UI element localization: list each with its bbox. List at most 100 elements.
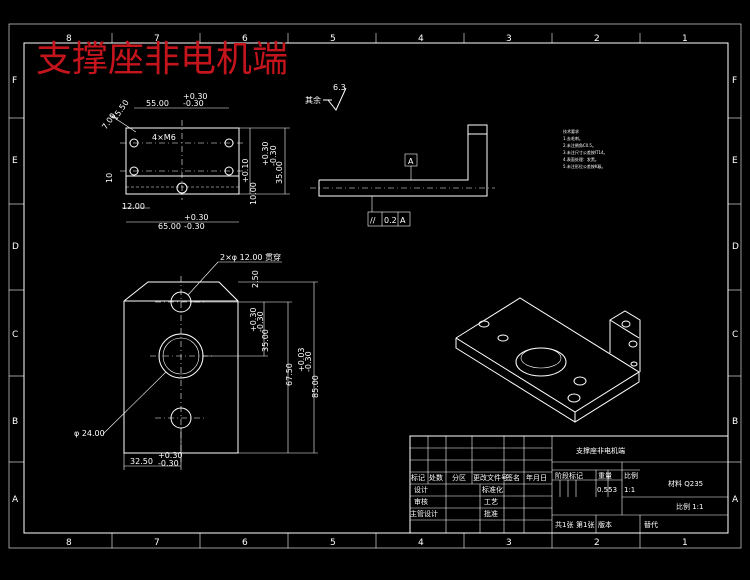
zone-top-3: 3 (506, 34, 512, 44)
outer-frame (8, 23, 742, 549)
tb-hdr-sign: 签名 (506, 473, 520, 482)
dim-d24: φ 24.00 (74, 429, 105, 438)
dim-35-e-tol-minus: -0.30 (269, 145, 278, 166)
zone-bottom-8: 8 (66, 538, 72, 548)
zone-bottom-5: 5 (330, 538, 336, 548)
zone-bottom-2: 2 (594, 538, 600, 548)
zone-bottom-3: 3 (506, 538, 512, 548)
zone-top-1: 1 (682, 34, 688, 44)
gdt-symbol: // (370, 216, 376, 225)
side-view: A // 0.2 A (310, 124, 495, 227)
dim-3250-tol-minus: -0.30 (158, 459, 179, 468)
dim-35-e: 35.00 (275, 161, 284, 184)
top-view (109, 107, 290, 223)
tb-designer: 设计 (414, 485, 428, 494)
tb-checker: 审核 (414, 497, 428, 506)
dim-55-tol-minus: -0.30 (183, 99, 204, 108)
dim-35-c-tol-minus: -0.30 (256, 311, 265, 332)
tb-hdr-doc: 更改文件号 (473, 473, 508, 482)
drawing-title: 支撑座非电机端 (36, 39, 288, 80)
note-5: 5.未注形位公差按K级。 (563, 163, 605, 169)
dim-3250: 32.50 (130, 457, 153, 466)
tb-scale-label: 比例 1:1 (676, 502, 704, 511)
zone-left-E: E (12, 156, 18, 166)
zone-left-B: B (12, 417, 18, 427)
zone-right-C: C (732, 330, 738, 340)
tb-hdr-zone: 分区 (452, 473, 466, 482)
tb-approve: 批准 (484, 509, 498, 518)
tb-scale-value: 1:1 (624, 486, 635, 494)
gdt-ref: A (400, 216, 406, 225)
dim-35-c: 35.00 (261, 329, 270, 352)
note-4: 4.表面处理：发黑。 (563, 156, 599, 162)
dim-85: 85.00 (311, 375, 320, 398)
zone-bottom-4: 4 (418, 538, 424, 548)
dim-55-tol-plus: +0.30 (183, 92, 208, 101)
zone-right-F: F (732, 76, 737, 86)
tb-chief: 主管设计 (410, 509, 438, 518)
title-block (409, 435, 729, 534)
note-3: 3.未注尺寸公差按IT14。 (563, 149, 608, 155)
gdt-value: 0.2 (384, 216, 397, 225)
zone-labels: 8 7 6 5 4 3 2 1 8 7 6 5 4 3 2 1 F E D C … (12, 34, 739, 548)
tb-version: 版本 (598, 520, 612, 529)
tb-mass: 0.553 (597, 486, 617, 494)
dim-3250-tol-plus: +0.30 (158, 451, 183, 460)
dim-85-tol-plus: +0.03 (297, 347, 306, 372)
dim-10-e: 10.00 (249, 182, 258, 205)
tb-ratio: 比例 (624, 471, 638, 480)
dim-85-tol-minus: -0.30 (304, 351, 313, 372)
zone-top-8: 8 (66, 34, 72, 44)
tb-sheets: 共1张 (555, 520, 573, 529)
dim-12: 12.00 (122, 202, 145, 211)
tb-sheet-no: 第1张 (576, 520, 594, 529)
zone-bottom-1: 1 (682, 538, 688, 548)
tb-part-name: 支撑座非电机端 (576, 446, 625, 455)
dim-4xm6: 4×M6 (152, 133, 176, 142)
zone-top-7: 7 (154, 34, 160, 44)
note-title: 技术要求 (563, 128, 579, 134)
dim-1550: 15.50 (110, 98, 131, 122)
zone-left-F: F (12, 76, 17, 86)
top-view-dims: 55.00 +0.30 -0.30 4×M6 7.00 15.50 10 12.… (100, 92, 284, 231)
dim-hole-spec: 2×φ 12.00 贯穿 (220, 252, 281, 262)
roughness-value: 6.3 (333, 83, 346, 92)
tb-standard: 标准化 (482, 485, 503, 494)
zone-top-6: 6 (242, 34, 248, 44)
dim-55: 55.00 (146, 99, 169, 108)
dim-35-e-tol-plus: +0.30 (261, 141, 270, 166)
tb-material: 材料 Q235 (668, 479, 703, 488)
title-block-text: 支撑座非电机端 标记 处数 分区 更改文件号 签名 年月日 设计 标准化 审核 … (410, 446, 704, 529)
zone-right-B: B (732, 417, 738, 427)
zone-bottom-6: 6 (242, 538, 248, 548)
roughness-symbol: 6.3 其余 (305, 83, 347, 111)
tb-process: 工艺 (484, 498, 498, 506)
zone-left-C: C (12, 330, 18, 340)
roughness-label: 其余 (305, 95, 321, 105)
zone-ticks (9, 33, 741, 548)
dim-10-left: 10 (105, 173, 114, 183)
technical-notes: 技术要求 1.去毛刺。 2.未注倒角C0.5。 3.未注尺寸公差按IT14。 4… (563, 128, 608, 169)
front-view (102, 261, 318, 470)
zone-top-2: 2 (594, 34, 600, 44)
dim-65-tol-minus: -0.30 (184, 222, 205, 231)
note-1: 1.去毛刺。 (563, 135, 583, 141)
zone-right-A: A (732, 495, 739, 505)
dim-6750: 67.50 (285, 363, 294, 386)
zone-top-5: 5 (330, 34, 336, 44)
tb-replace: 替代 (644, 520, 658, 529)
zone-left-D: D (12, 242, 19, 252)
zone-bottom-7: 7 (154, 538, 160, 548)
zone-right-E: E (732, 156, 738, 166)
tb-hdr-count: 处数 (429, 473, 443, 482)
datum-label: A (408, 157, 414, 166)
dim-65-tol-plus: +0.30 (184, 213, 209, 222)
dim-10-e-tol-plus: +0.10 (241, 158, 250, 183)
tb-weight: 重量 (598, 472, 612, 480)
zone-left-A: A (12, 495, 19, 505)
isometric-view (455, 297, 641, 423)
front-view-dims: 2×φ 12.00 贯穿 2.50 35.00 +0.30 -0.30 67.5… (74, 252, 320, 468)
zone-right-D: D (732, 242, 739, 252)
dim-35-c-tol-plus: +0.30 (249, 307, 258, 332)
